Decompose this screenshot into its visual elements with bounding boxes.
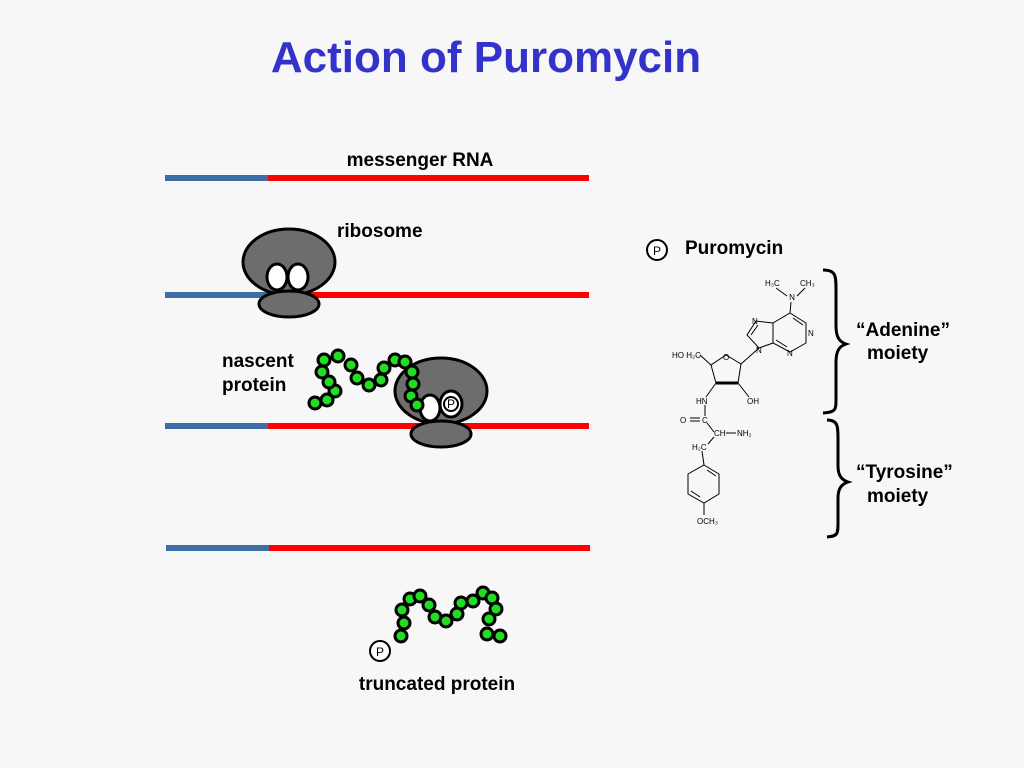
puromycin-symbol: P <box>653 244 661 258</box>
ribosome-label: ribosome <box>337 221 423 242</box>
amino-acid-bead <box>373 372 389 388</box>
nascent-protein-chain <box>307 348 425 413</box>
puromycin-circle <box>646 239 668 261</box>
page-title: Action of Puromycin <box>271 33 701 82</box>
atom-n1: N <box>808 329 814 338</box>
puromycin-marker-bound: P <box>443 396 459 412</box>
mrna-label: messenger RNA <box>347 150 494 171</box>
atom-n7: N <box>752 317 758 326</box>
amino-acid-bead <box>479 626 495 642</box>
amino-acid-bead <box>409 397 425 413</box>
nascent-label-line1: nascent <box>222 351 294 372</box>
atom-n-amine: N <box>789 293 795 302</box>
atom-oh: OH <box>747 397 759 406</box>
adenine-label-line1: “Adenine” <box>856 320 950 341</box>
amino-acid-bead <box>314 364 330 380</box>
amino-acid-bead <box>330 348 346 364</box>
amino-acid-bead <box>397 354 413 370</box>
tyrosine-brace <box>826 418 853 539</box>
puromycin-marker-truncated: P <box>369 640 391 662</box>
puromycin-legend-marker: P <box>646 239 668 261</box>
amino-acid-bead <box>438 613 454 629</box>
amino-acid-bead <box>481 611 497 627</box>
amino-acid-bead <box>453 595 469 611</box>
atom-hn: HN <box>696 397 708 406</box>
amino-acid-bead <box>343 357 359 373</box>
atom-o-ring: O <box>723 353 729 362</box>
amino-acid-bead <box>393 628 409 644</box>
amino-acid-bead <box>321 374 337 390</box>
ribosome-small-subunit <box>257 289 321 319</box>
atom-o-carbonyl: O <box>680 416 686 425</box>
ribosome-small-subunit <box>409 419 473 449</box>
atom-nh2: NH₂ <box>737 429 752 438</box>
amino-acid-bead <box>396 615 412 631</box>
tyrosine-label-line1: “Tyrosine” <box>856 462 953 483</box>
amino-acid-bead <box>404 364 420 380</box>
atom-h3c: H₃C <box>765 279 780 288</box>
amino-acid-bead <box>421 597 437 613</box>
atom-ch3: CH₃ <box>800 279 815 288</box>
puromycin-circle <box>443 396 459 412</box>
nascent-label-line2: protein <box>222 375 286 396</box>
a-site <box>286 262 310 292</box>
atom-och3: OCH₃ <box>697 517 718 526</box>
puromycin-label: Puromycin <box>685 238 783 259</box>
puromycin-circle <box>369 640 391 662</box>
amino-acid-bead <box>465 593 481 609</box>
amino-acid-bead <box>394 602 410 618</box>
atom-ch: CH <box>714 429 726 438</box>
puromycin-structure: H₃C CH₃ N N N N N HO H₂C O OH HN O C CH … <box>672 279 815 526</box>
amino-acid-bead <box>376 360 392 376</box>
puromycin-symbol: P <box>447 397 455 411</box>
atom-c-carbonyl: C <box>702 416 708 425</box>
ribosome-1 <box>241 227 337 319</box>
adenine-brace <box>822 268 851 415</box>
amino-acid-bead <box>319 392 335 408</box>
truncated-protein-chain <box>393 585 508 644</box>
truncated-protein-label: truncated protein <box>359 674 515 695</box>
atom-h2c: H₂C <box>692 443 707 452</box>
amino-acid-bead <box>349 370 365 386</box>
puromycin-symbol: P <box>376 645 384 659</box>
tyrosine-label-line2: moiety <box>867 486 929 507</box>
amino-acid-bead <box>316 352 332 368</box>
amino-acid-bead <box>307 395 323 411</box>
amino-acid-bead <box>405 376 421 392</box>
atom-n9: N <box>756 346 762 355</box>
amino-acid-bead <box>412 588 428 604</box>
atom-ho-h2c: HO H₂C <box>672 351 701 360</box>
amino-acid-bead <box>492 628 508 644</box>
adenine-label-line2: moiety <box>867 343 929 364</box>
atom-n3: N <box>787 349 793 358</box>
amino-acid-bead <box>488 601 504 617</box>
amino-acid-bead <box>361 377 377 393</box>
p-site <box>265 262 289 292</box>
